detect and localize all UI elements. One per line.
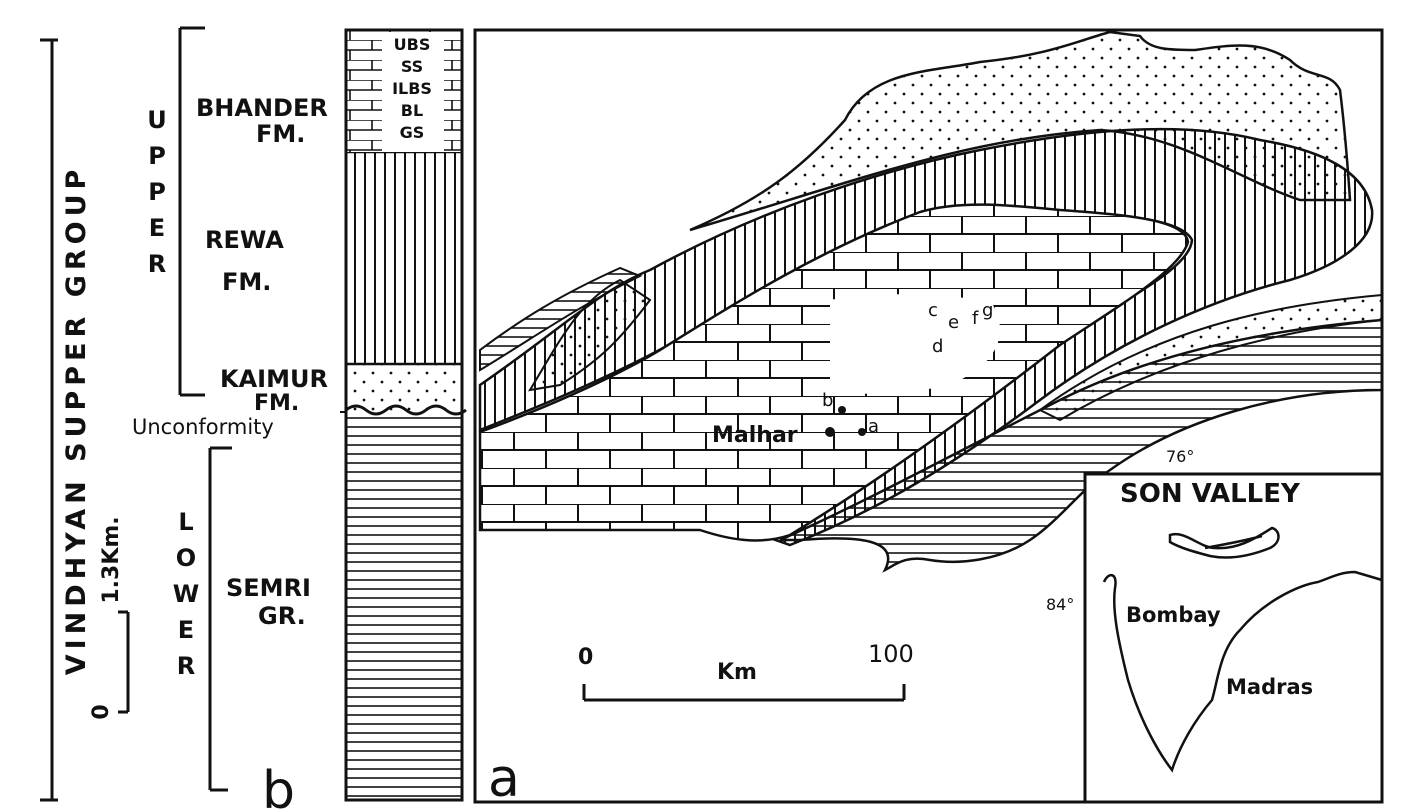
bhander-formation-label: BHANDER FM. <box>196 94 328 148</box>
upper-bracket <box>178 26 205 397</box>
svg-text:FM.: FM. <box>256 120 305 148</box>
bhander-member-ubs: UBS <box>394 35 431 54</box>
upper-letter: P <box>148 142 166 170</box>
locality-malhar-point <box>825 427 835 437</box>
map-unit-blank-interior <box>830 294 1000 395</box>
upper-letter: P <box>148 178 166 206</box>
india-outline <box>1102 570 1383 773</box>
lower-letter: L <box>178 508 193 536</box>
svg-text:a: a <box>868 416 879 437</box>
upper-letter: U <box>147 106 167 134</box>
vertical-scale-zero: 0 <box>89 704 114 719</box>
lower-bracket <box>208 446 232 792</box>
map-scale-max: 100 <box>868 640 914 668</box>
bhander-member-ilbs: ILBS <box>392 79 432 98</box>
panel-b-letter: b <box>262 761 295 812</box>
map-unit-dotted-north <box>689 30 1352 232</box>
inset-city-madras: Madras <box>1226 675 1313 699</box>
map-frame <box>473 28 1384 804</box>
bhander-member-gs: GS <box>400 123 425 142</box>
map-scale-zero: 0 <box>578 645 593 670</box>
panel-a-letter: a <box>488 749 520 809</box>
kaimur-formation-label: KAIMUR FM. <box>220 365 328 416</box>
svg-text:f: f <box>972 308 979 329</box>
sample-points: a b c d e f g <box>822 300 993 437</box>
lower-letter: R <box>177 652 195 680</box>
svg-text:KAIMUR: KAIMUR <box>220 365 328 393</box>
upper-letter: R <box>148 250 166 278</box>
inset-latitude: 84° <box>1046 595 1074 614</box>
map-scale-unit: Km <box>717 660 757 685</box>
rewa-formation-label: REWA FM. <box>205 226 284 296</box>
svg-text:REWA: REWA <box>205 226 284 254</box>
bhander-member-ss: SS <box>401 57 423 76</box>
unconformity-label: Unconformity <box>132 415 274 439</box>
vertical-scale-bar: 1.3Km. 0 <box>89 516 130 720</box>
svg-text:e: e <box>948 312 959 333</box>
bhander-member-bl: BL <box>401 101 423 120</box>
inset-city-bombay: Bombay <box>1126 603 1221 627</box>
inset-title: SON VALLEY <box>1120 479 1301 509</box>
map-scale-bar: 0 Km 100 <box>578 640 914 702</box>
svg-text:d: d <box>932 336 943 357</box>
svg-text:b: b <box>822 390 833 411</box>
lower-letter: O <box>176 544 196 572</box>
upper-label: UPPER <box>147 106 167 278</box>
inset-longitude: 76° <box>1166 447 1194 466</box>
svg-text:SEMRI: SEMRI <box>226 574 311 602</box>
svg-text:g: g <box>982 300 993 321</box>
svg-text:FM.: FM. <box>222 268 271 296</box>
map-unit-horizontal-lines-west <box>479 266 643 372</box>
lower-letter: E <box>178 616 194 644</box>
upper-letter: E <box>149 214 165 242</box>
svg-text:FM.: FM. <box>254 391 299 416</box>
svg-text:c: c <box>928 300 938 321</box>
semri-group-label: SEMRI GR. <box>226 574 311 630</box>
lower-letter: W <box>173 580 199 608</box>
svg-text:BHANDER: BHANDER <box>196 94 328 122</box>
vertical-scale-value: 1.3Km. <box>99 516 124 603</box>
map-unit-horizontal-lines <box>779 318 1384 573</box>
bhander-members: UBS SS ILBS BL GS <box>382 32 444 152</box>
son-valley-outline <box>1168 526 1280 559</box>
svg-text:GR.: GR. <box>258 602 306 630</box>
supergroup-label: VINDHYAN SUPPER GROUP <box>61 165 92 676</box>
locality-malhar: Malhar <box>712 423 798 448</box>
supergroup-bracket <box>40 38 58 802</box>
map-unit-dotted-west <box>528 278 652 392</box>
